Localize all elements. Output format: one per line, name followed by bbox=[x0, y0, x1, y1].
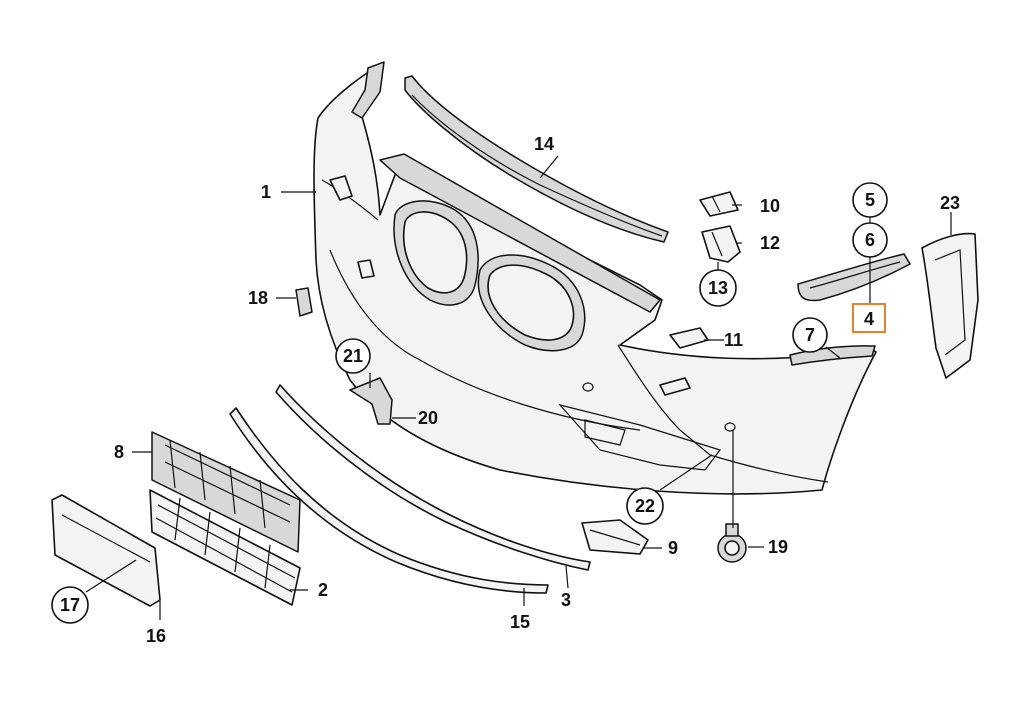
label-15: 15 bbox=[510, 612, 530, 632]
label-13: 13 bbox=[708, 278, 728, 298]
trim-strip-15[interactable] bbox=[229, 407, 549, 594]
callout-9: 9 bbox=[668, 538, 678, 558]
label-8: 8 bbox=[114, 442, 124, 462]
label-3: 3 bbox=[561, 590, 571, 610]
callout-19: 19 bbox=[768, 537, 788, 557]
callout-16: 16 bbox=[146, 626, 166, 646]
leader-lines bbox=[85, 155, 952, 620]
callout-6: 6 bbox=[852, 222, 888, 258]
label-17: 17 bbox=[60, 595, 80, 615]
trim-strip-3[interactable] bbox=[275, 384, 591, 571]
label-21: 21 bbox=[343, 346, 363, 366]
callout-8: 8 bbox=[114, 442, 124, 462]
label-22: 22 bbox=[635, 496, 655, 516]
callout-20: 20 bbox=[418, 408, 438, 428]
label-1: 1 bbox=[261, 182, 271, 202]
label-14: 14 bbox=[534, 134, 554, 154]
label-11: 11 bbox=[724, 330, 743, 350]
label-5: 5 bbox=[865, 190, 875, 210]
label-20: 20 bbox=[418, 408, 438, 428]
label-7: 7 bbox=[805, 325, 815, 345]
bumper-cover[interactable] bbox=[313, 65, 877, 495]
callout-23: 23 bbox=[940, 193, 960, 213]
callout-5: 5 bbox=[852, 182, 888, 218]
callout-7: 7 bbox=[792, 317, 828, 353]
label-16: 16 bbox=[146, 626, 166, 646]
holder-part-18[interactable] bbox=[295, 287, 313, 317]
callout-14: 14 bbox=[534, 134, 554, 154]
label-19: 19 bbox=[768, 537, 788, 557]
label-4: 4 bbox=[864, 309, 874, 329]
tow-hook-cover[interactable] bbox=[669, 327, 709, 349]
side-bracket[interactable] bbox=[797, 253, 911, 302]
fog-lamp-cover[interactable] bbox=[581, 519, 649, 555]
callout-10: 10 bbox=[760, 196, 780, 216]
highlight-box bbox=[852, 303, 886, 333]
callout-18: 18 bbox=[248, 288, 268, 308]
bracket-part-20[interactable] bbox=[349, 377, 393, 425]
callout-21: 21 bbox=[335, 338, 371, 374]
label-2: 2 bbox=[318, 580, 328, 600]
label-23: 23 bbox=[940, 193, 960, 213]
grille-panel[interactable] bbox=[151, 431, 301, 553]
callout-13: 13 bbox=[699, 269, 737, 307]
label-10: 10 bbox=[760, 196, 780, 216]
upper-carrier-strip[interactable] bbox=[404, 75, 669, 243]
callout-2: 2 bbox=[318, 580, 328, 600]
callout-22: 22 bbox=[626, 487, 664, 525]
label-9: 9 bbox=[668, 538, 678, 558]
clip-part-10[interactable] bbox=[699, 191, 739, 217]
callout-12: 12 bbox=[760, 233, 780, 253]
callout-4: 4 bbox=[852, 303, 886, 333]
side-air-duct[interactable] bbox=[921, 232, 979, 379]
label-18: 18 bbox=[248, 288, 268, 308]
park-sensor[interactable] bbox=[717, 523, 747, 563]
callout-1: 1 bbox=[261, 182, 271, 202]
callout-3: 3 bbox=[561, 590, 571, 610]
callout-15: 15 bbox=[510, 612, 530, 632]
callout-17: 17 bbox=[51, 586, 89, 624]
clip-part-12[interactable] bbox=[701, 225, 741, 263]
label-12: 12 bbox=[760, 233, 780, 253]
left-upper-bracket[interactable] bbox=[351, 61, 385, 119]
label-6: 6 bbox=[865, 230, 875, 250]
callout-11: 11 bbox=[724, 330, 743, 350]
lower-grille[interactable] bbox=[149, 489, 301, 606]
